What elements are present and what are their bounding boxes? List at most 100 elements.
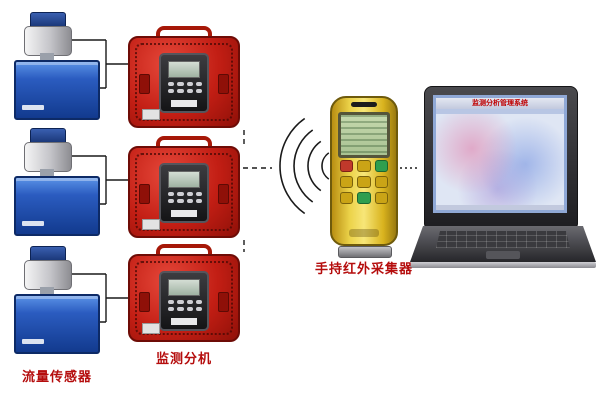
handheld-keypad [340, 160, 388, 204]
keypad-key [374, 192, 388, 204]
case-clasp-left [139, 74, 150, 94]
control-panel [159, 53, 209, 113]
monitor-unit-1 [128, 26, 240, 128]
keypad-key [357, 176, 371, 188]
handheld-foot-strip [349, 229, 379, 237]
case-handle [156, 244, 212, 261]
sensor-neck [40, 287, 54, 295]
handheld-label: 手持红外采集器 [314, 262, 413, 277]
panel-button [195, 192, 202, 196]
monitor-unit-3 [128, 244, 240, 342]
tank-marking [22, 221, 44, 226]
case-clasp-left [139, 292, 150, 312]
keypad-key [374, 176, 388, 188]
laptop-screen-bezel: 监测分析管理系统 [424, 86, 578, 228]
sensor-transmitter-body [24, 142, 72, 172]
panel-button [186, 307, 193, 311]
case-rivets [135, 153, 233, 231]
panel-button [168, 199, 175, 203]
panel-button [168, 89, 175, 93]
case-rivets [135, 261, 233, 335]
panel-button [195, 300, 202, 304]
panel-button [177, 307, 184, 311]
panel-button [195, 82, 202, 86]
panel-display [168, 61, 200, 78]
laptop-front-edge [410, 262, 596, 268]
case-clasp-right [218, 184, 229, 204]
sensor-tank [14, 294, 100, 354]
case-rivets [135, 43, 233, 121]
flow-sensor-unit-3 [14, 246, 114, 354]
software-content-area [436, 114, 564, 205]
flow-sensor-unit-2 [14, 128, 114, 236]
panel-label-strip [171, 100, 197, 107]
wireless-signal-icon [279, 117, 330, 215]
panel-button [177, 192, 184, 196]
sensor-transmitter-body [24, 26, 72, 56]
laptop-computer: 监测分析管理系统 [410, 86, 596, 268]
laptop-keyboard [436, 231, 570, 248]
keypad-key [340, 176, 354, 188]
panel-button [168, 192, 175, 196]
panel-button [186, 199, 193, 203]
control-panel [159, 163, 209, 223]
handheld-collector [330, 96, 398, 246]
case-label-tag [142, 323, 160, 334]
software-statusbar [436, 205, 564, 210]
tank-marking [22, 339, 44, 344]
flow-sensor-unit-1 [14, 12, 114, 120]
software-title-text: 监测分析管理系统 [472, 99, 528, 107]
laptop-display: 监测分析管理系统 [433, 95, 567, 213]
control-panel [159, 271, 209, 331]
monitor-unit-label: 监测分机 [155, 352, 212, 367]
panel-label-strip [171, 210, 197, 217]
panel-button [168, 82, 175, 86]
keypad-key [374, 160, 388, 172]
tank-marking [22, 105, 44, 110]
flow-sensor-label: 流量传感器 [21, 370, 92, 385]
sensor-neck [40, 169, 54, 177]
panel-button [186, 192, 193, 196]
panel-buttons [168, 192, 202, 203]
sensor-transmitter-body [24, 260, 72, 290]
software-titlebar: 监测分析管理系统 [436, 98, 564, 109]
panel-button [186, 89, 193, 93]
case-body [128, 36, 240, 128]
panel-buttons [168, 82, 202, 93]
panel-label-strip [171, 318, 197, 325]
case-body [128, 254, 240, 342]
panel-display [168, 279, 200, 296]
keypad-key [357, 160, 371, 172]
case-clasp-right [218, 292, 229, 312]
panel-button [195, 199, 202, 203]
monitor-unit-2 [128, 136, 240, 238]
keypad-key [357, 192, 371, 204]
panel-display [168, 171, 200, 188]
software-menubar [436, 109, 564, 114]
case-label-tag [142, 109, 160, 120]
case-handle [156, 136, 212, 153]
sensor-tank [14, 60, 100, 120]
panel-button [177, 89, 184, 93]
infrared-window [351, 102, 377, 107]
sensor-tank [14, 176, 100, 236]
handheld-body [330, 96, 398, 246]
panel-button [195, 89, 202, 93]
keypad-key [340, 160, 354, 172]
panel-button [195, 307, 202, 311]
case-body [128, 146, 240, 238]
panel-buttons [168, 300, 202, 311]
panel-button [186, 82, 193, 86]
case-label-tag [142, 219, 160, 230]
keypad-key [340, 192, 354, 204]
panel-button [177, 199, 184, 203]
case-handle [156, 26, 212, 43]
panel-button [168, 300, 175, 304]
box-to-box-dashed-links [243, 130, 272, 252]
panel-button [177, 300, 184, 304]
laptop-touchpad [486, 251, 520, 259]
software-window: 监测分析管理系统 [436, 98, 564, 210]
case-clasp-right [218, 74, 229, 94]
panel-button [168, 307, 175, 311]
